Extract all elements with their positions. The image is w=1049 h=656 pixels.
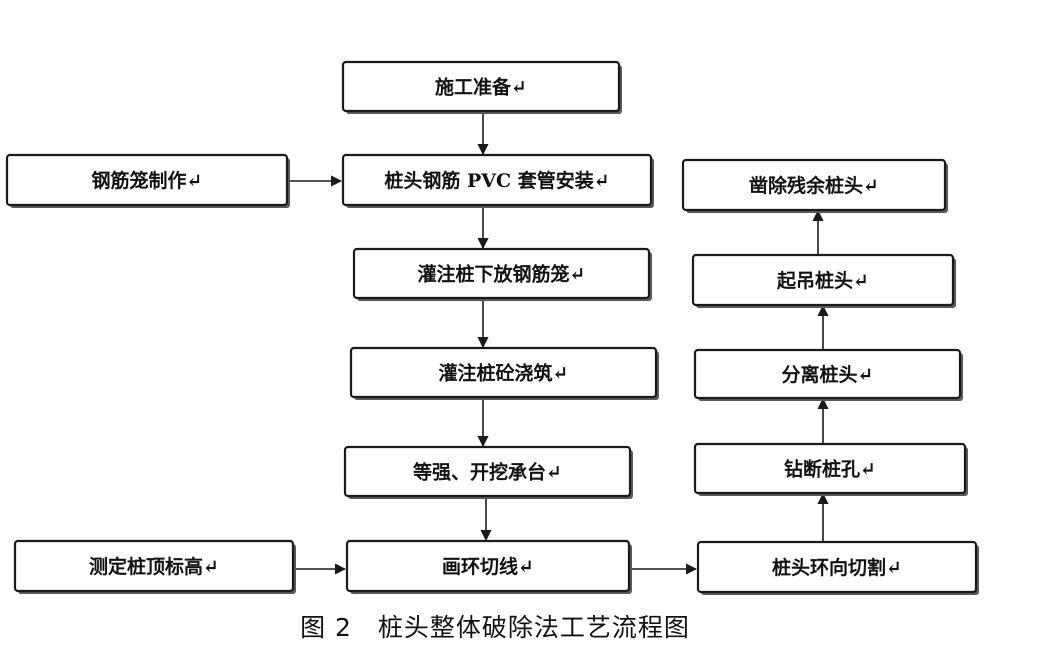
- figure-caption: 图 2 桩头整体破除法工艺流程图: [300, 613, 690, 642]
- node-label: 桩头环向切割↵: [772, 556, 902, 579]
- flow-node-draw-ring-line: 画环切线↵: [345, 539, 632, 594]
- flow-node-construction-prep: 施工准备↵: [341, 60, 622, 114]
- flow-node-concrete-pouring: 灌注桩砼浇筑↵: [349, 346, 659, 400]
- flow-node-ring-cutting: 桩头环向切割↵: [696, 540, 979, 595]
- flow-node-clear-residual: 凿除残余桩头↵: [681, 158, 948, 213]
- node-label: 桩头钢筋 PVC 套管安装↵: [384, 169, 609, 192]
- node-box: [5, 153, 289, 207]
- node-box: [341, 153, 653, 207]
- node-label: 钢筋笼制作↵: [92, 169, 203, 192]
- flow-node-lift-pile-head: 起吊桩头↵: [691, 253, 956, 308]
- node-label: 测定桩顶标高↵: [89, 555, 219, 578]
- node-label: 灌注桩下放钢筋笼↵: [418, 263, 586, 286]
- flow-node-measure-pile-top: 测定桩顶标高↵: [13, 539, 296, 594]
- flow-node-drill-break-holes: 钻断桩孔↵: [693, 442, 968, 496]
- node-box: [13, 539, 295, 593]
- flow-node-lower-rebar-cage: 灌注桩下放钢筋笼↵: [352, 247, 652, 301]
- connector-layer: [287, 111, 829, 575]
- flow-node-excavate-pile-cap: 等强、开挖承台↵: [343, 445, 633, 499]
- node-box: [341, 60, 621, 113]
- node-box: [691, 253, 955, 307]
- node-box: [693, 348, 962, 400]
- node-label: 钻断桩孔↵: [784, 458, 876, 481]
- node-label: 画环切线↵: [442, 555, 534, 578]
- node-box: [696, 540, 978, 594]
- flow-node-separate-pile-head: 分离桩头↵: [693, 348, 963, 401]
- node-box: [693, 442, 967, 495]
- flow-node-pvc-sleeve-install: 桩头钢筋 PVC 套管安装↵: [341, 153, 654, 208]
- flow-node-rebar-cage-making: 钢筋笼制作↵: [5, 153, 290, 208]
- node-box: [345, 539, 631, 593]
- node-box: [349, 346, 658, 399]
- node-label: 起吊桩头↵: [776, 269, 869, 292]
- node-box: [352, 247, 651, 300]
- node-label: 凿除残余桩头↵: [749, 174, 879, 197]
- node-label: 施工准备↵: [435, 76, 527, 99]
- node-label: 分离桩头↵: [782, 363, 874, 386]
- node-box: [343, 445, 632, 498]
- node-box: [681, 158, 947, 212]
- node-label: 灌注桩砼浇筑↵: [439, 362, 569, 385]
- node-label: 等强、开挖承台↵: [412, 461, 562, 484]
- node-layer: 施工准备↵ 钢筋笼制作↵ 桩头钢筋 PVC 套管安装↵ 灌注桩下放钢筋笼↵ 灌注桩砼浇筑…: [5, 60, 979, 595]
